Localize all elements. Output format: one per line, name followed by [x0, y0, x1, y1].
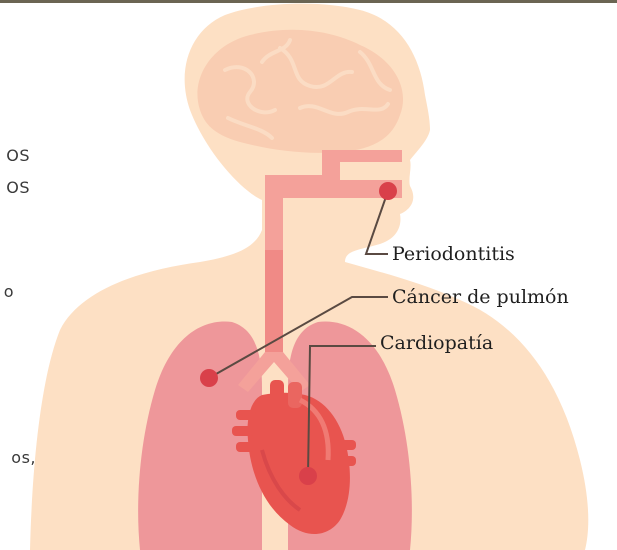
marker-heart-disease	[299, 467, 317, 485]
label-heart-disease: Cardiopatía	[380, 334, 493, 353]
label-lung-cancer: Cáncer de pulmón	[392, 288, 569, 307]
trachea	[265, 250, 283, 355]
marker-periodontitis	[379, 182, 397, 200]
label-periodontitis: Periodontitis	[392, 245, 515, 264]
marker-lung-cancer	[200, 369, 218, 387]
